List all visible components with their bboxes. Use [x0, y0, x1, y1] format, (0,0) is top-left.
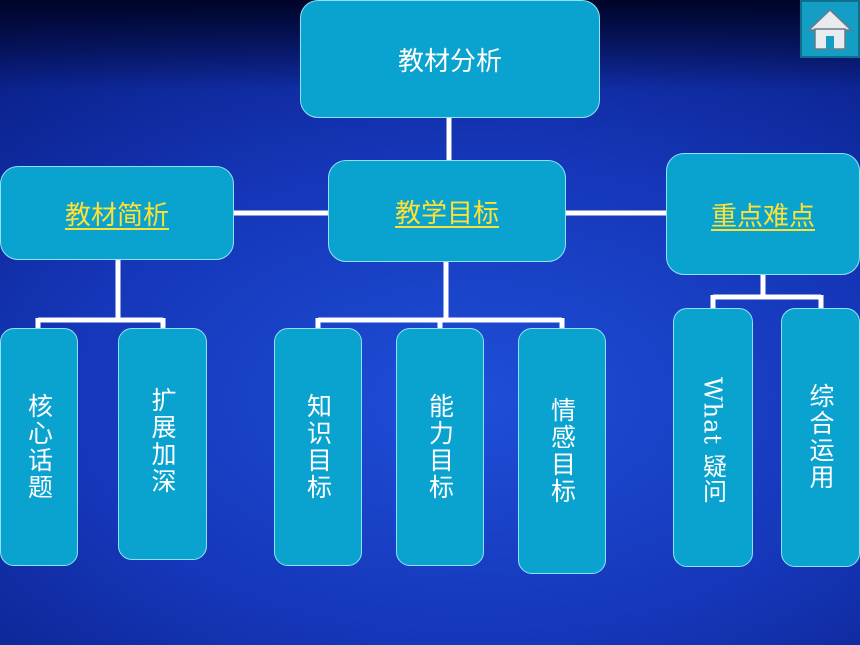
leaf-label: 综合运用 — [806, 383, 835, 491]
leaf-node: 综合运用 — [781, 308, 860, 567]
leaf-node: 情感目标 — [518, 328, 606, 574]
leaf-label: 情感目标 — [547, 397, 577, 505]
branch-link-textbook-overview[interactable]: 教材简析 — [64, 200, 169, 231]
leaf-node: 知识目标 — [274, 328, 362, 566]
home-button[interactable] — [800, 0, 860, 58]
home-icon — [807, 8, 853, 50]
leaf-label: 能力目标 — [425, 393, 455, 501]
leaf-label: What 疑问 — [698, 377, 727, 504]
leaf-node: 能力目标 — [396, 328, 484, 566]
leaf-node: 核心话题 — [0, 328, 78, 566]
branch-node-teaching-goals[interactable]: 教学目标 — [328, 160, 566, 262]
branch-link-teaching-goals[interactable]: 教学目标 — [394, 198, 499, 229]
root-node: 教材分析 — [300, 0, 600, 118]
leaf-node: 扩展加深 — [118, 328, 207, 560]
branch-node-key-points[interactable]: 重点难点 — [666, 153, 860, 275]
leaf-label: 核心话题 — [24, 393, 54, 501]
leaf-label: 知识目标 — [303, 393, 333, 501]
leaf-label: 扩展加深 — [148, 387, 177, 495]
branch-link-key-points[interactable]: 重点难点 — [710, 201, 815, 232]
leaf-node: What 疑问 — [673, 308, 753, 567]
branch-node-textbook-overview[interactable]: 教材简析 — [0, 166, 234, 260]
root-label: 教材分析 — [397, 46, 502, 77]
